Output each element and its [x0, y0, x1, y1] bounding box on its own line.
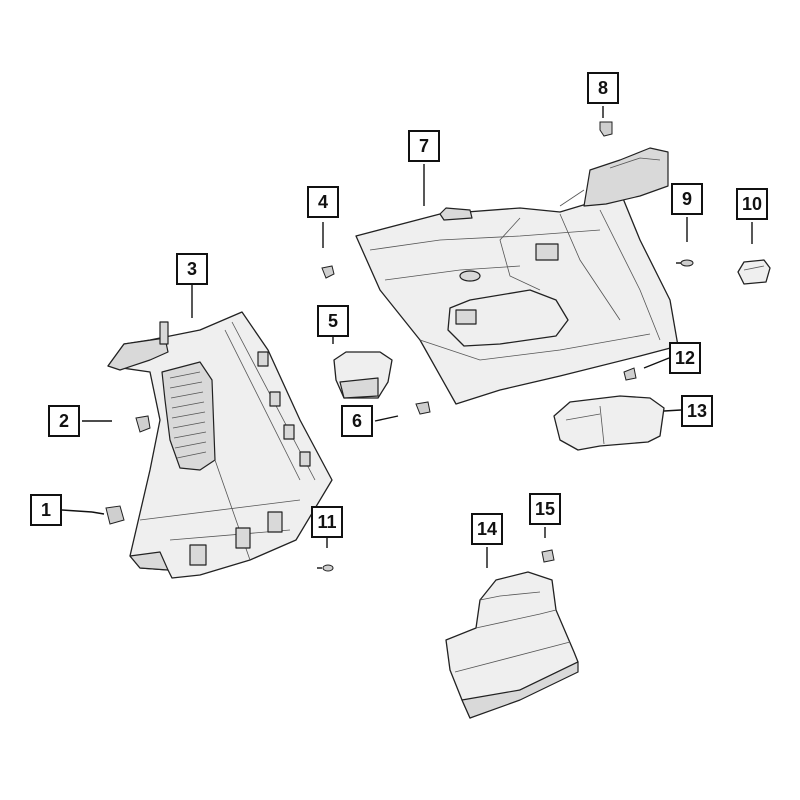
callout-14: 14: [471, 513, 503, 545]
callout-4: 4: [307, 186, 339, 218]
screw-9: [676, 259, 694, 267]
quarter-trim-panel: [107, 311, 333, 579]
cover-13: [553, 395, 665, 451]
clip-6: [415, 401, 431, 415]
clip-12: [623, 367, 637, 381]
clip-8: [599, 121, 613, 137]
callout-1: 1: [30, 494, 62, 526]
fastener-1: [91, 505, 125, 525]
callout-2: 2: [48, 405, 80, 437]
callout-5: 5: [317, 305, 349, 337]
callout-7: 7: [408, 130, 440, 162]
callout-3: 3: [176, 253, 208, 285]
callout-9: 9: [671, 183, 703, 215]
callout-8: 8: [587, 72, 619, 104]
clip-15: [541, 549, 555, 563]
lower-trim-panel: [445, 571, 579, 719]
fastener-2: [135, 415, 151, 433]
callout-10: 10: [736, 188, 768, 220]
callout-6: 6: [341, 405, 373, 437]
cover-10: [737, 259, 771, 285]
callout-15: 15: [529, 493, 561, 525]
cover-5: [333, 351, 393, 399]
clip-4: [321, 265, 335, 279]
leader-lines: [61, 106, 753, 568]
screw-11: [317, 564, 334, 572]
callout-12: 12: [669, 342, 701, 374]
callout-11: 11: [311, 506, 343, 538]
callout-13: 13: [681, 395, 713, 427]
upper-quarter-trim: [355, 147, 679, 405]
